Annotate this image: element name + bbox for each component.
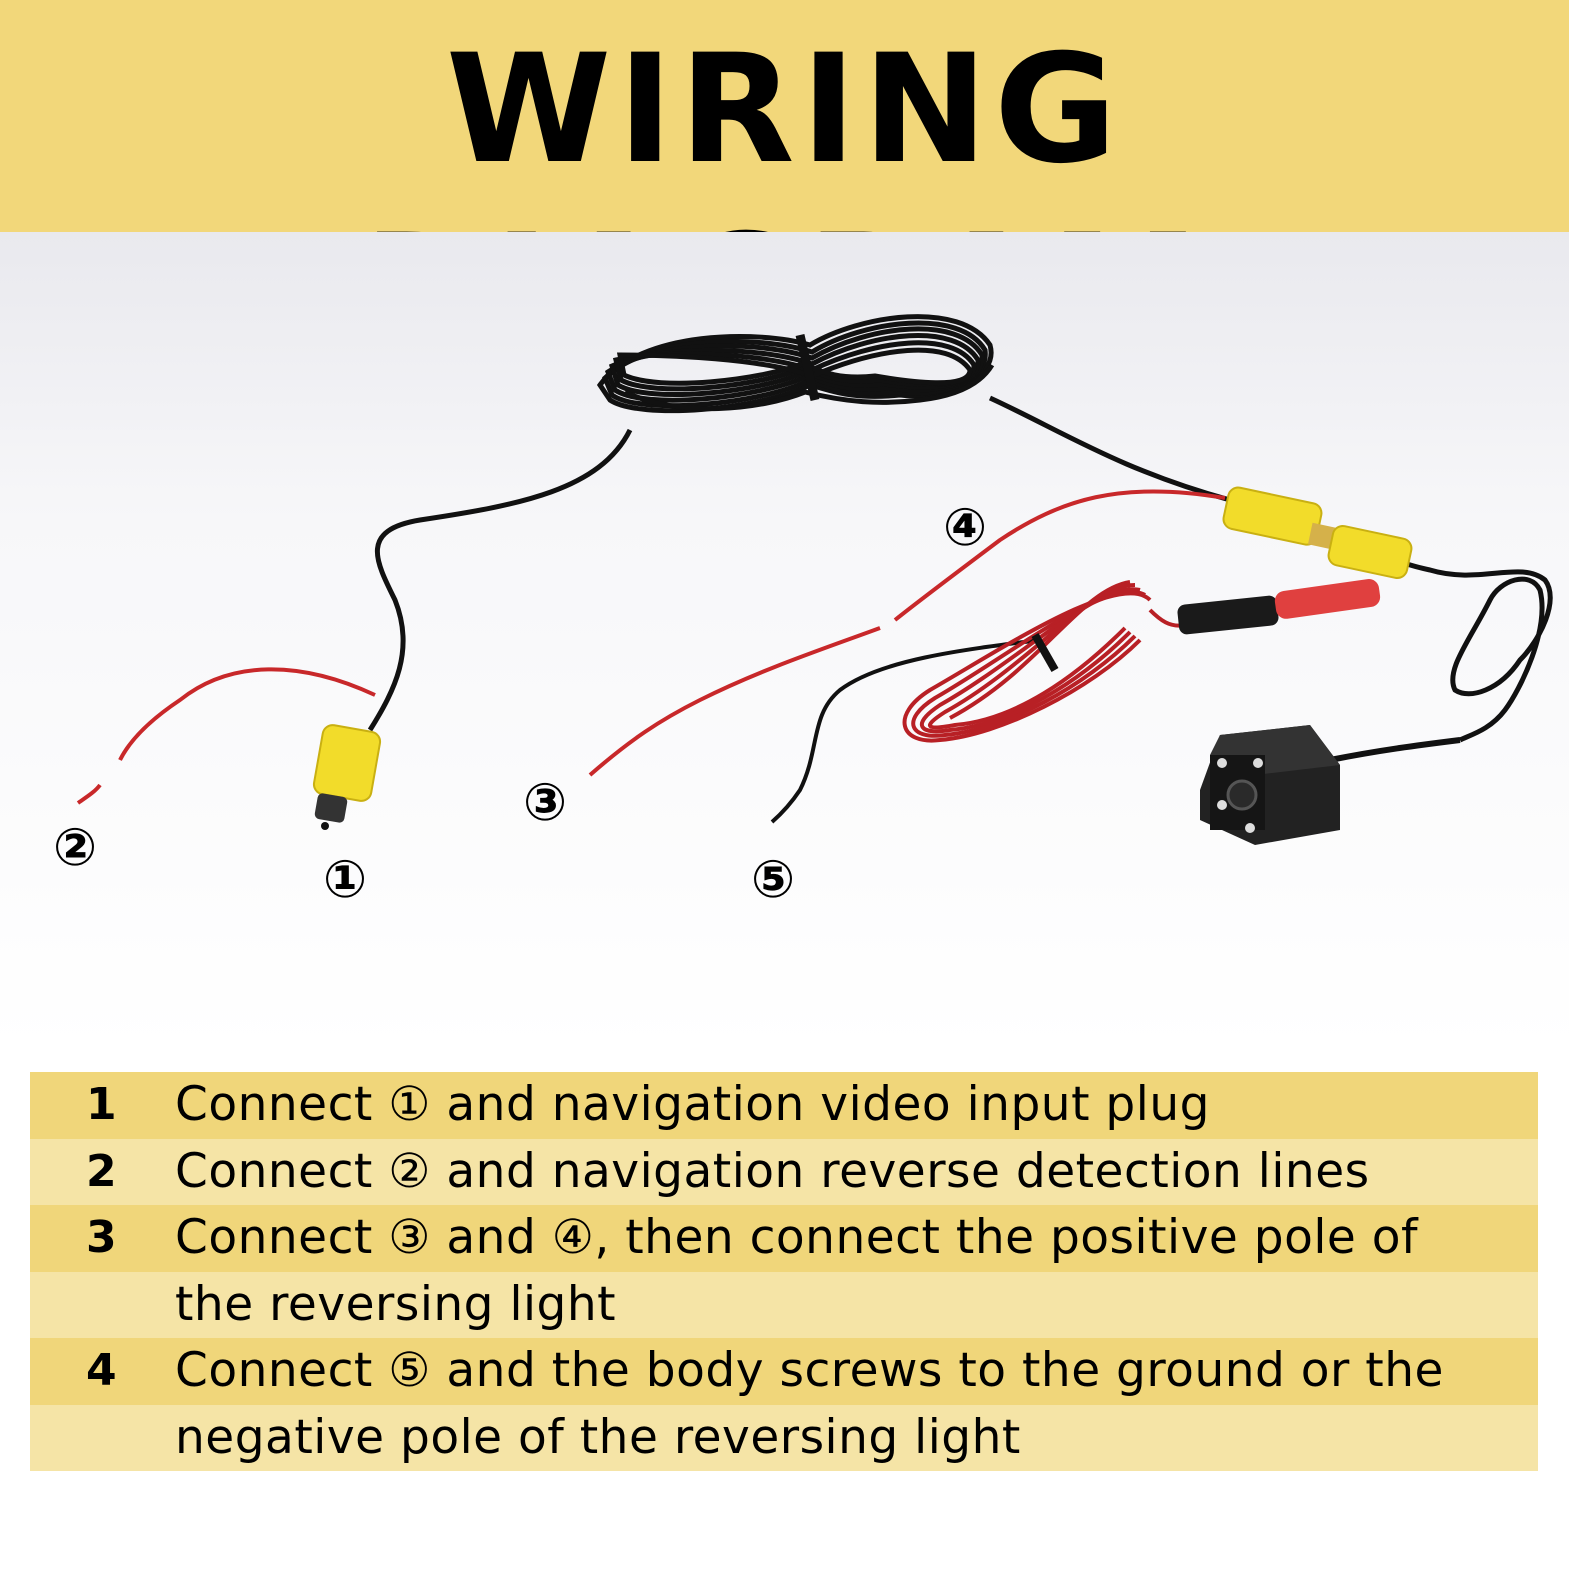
wire-4 [893, 489, 1226, 622]
table-row: 1 Connect ① and navigation video input p… [30, 1072, 1538, 1139]
coiled-cable [596, 314, 995, 414]
red-wire-coil [902, 580, 1186, 743]
table-row: 3 Connect ③ and ④, then connect the posi… [30, 1205, 1538, 1272]
rca-plug-gold [1307, 522, 1338, 550]
rca-plug-1-yellow [312, 724, 382, 802]
cable-to-plug-1 [367, 428, 633, 732]
rca-plug-1-pin [321, 822, 329, 830]
step-number: 4 [86, 1345, 117, 1396]
product-photo [0, 232, 1569, 1052]
power-connector-red [1274, 579, 1381, 619]
step-number: 3 [86, 1212, 117, 1263]
callout-1: ① [322, 850, 368, 910]
rca-male-yellow [1327, 524, 1413, 580]
step-text: Connect ③ and ④, then connect the positi… [175, 1210, 1419, 1265]
step-text-continued: negative pole of the reversing light [175, 1409, 1021, 1465]
step-text: Connect ① and navigation video input plu… [175, 1077, 1210, 1132]
wire-2 [76, 667, 376, 805]
step-text: Connect ② and navigation reverse detecti… [175, 1143, 1370, 1199]
table-row: 2 Connect ② and navigation reverse detec… [30, 1138, 1538, 1205]
power-connector-black [1177, 595, 1279, 635]
table-row: 4 Connect ⑤ and the body screws to the g… [30, 1338, 1538, 1405]
wire-5 [770, 638, 1041, 824]
table-row: the reversing light [30, 1271, 1538, 1338]
rca-plug-1-tip [314, 793, 348, 823]
callout-3: ③ [522, 773, 568, 833]
title-banner: WIRING DIAGRAM [0, 0, 1569, 377]
step-text: Connect ⑤ and the body screws to the gro… [175, 1343, 1444, 1398]
instructions-table: 1 Connect ① and navigation video input p… [30, 1072, 1538, 1471]
callout-5: ⑤ [750, 850, 796, 910]
camera [1200, 725, 1340, 845]
camera-cable-end [1329, 737, 1461, 763]
table-row: negative pole of the reversing light [30, 1404, 1538, 1471]
step-text-continued: the reversing light [175, 1276, 617, 1332]
wire-3 [588, 626, 881, 777]
callout-2: ② [52, 818, 98, 878]
step-number: 2 [86, 1145, 117, 1197]
callout-4: ④ [942, 498, 988, 558]
step-number: 1 [86, 1079, 117, 1130]
